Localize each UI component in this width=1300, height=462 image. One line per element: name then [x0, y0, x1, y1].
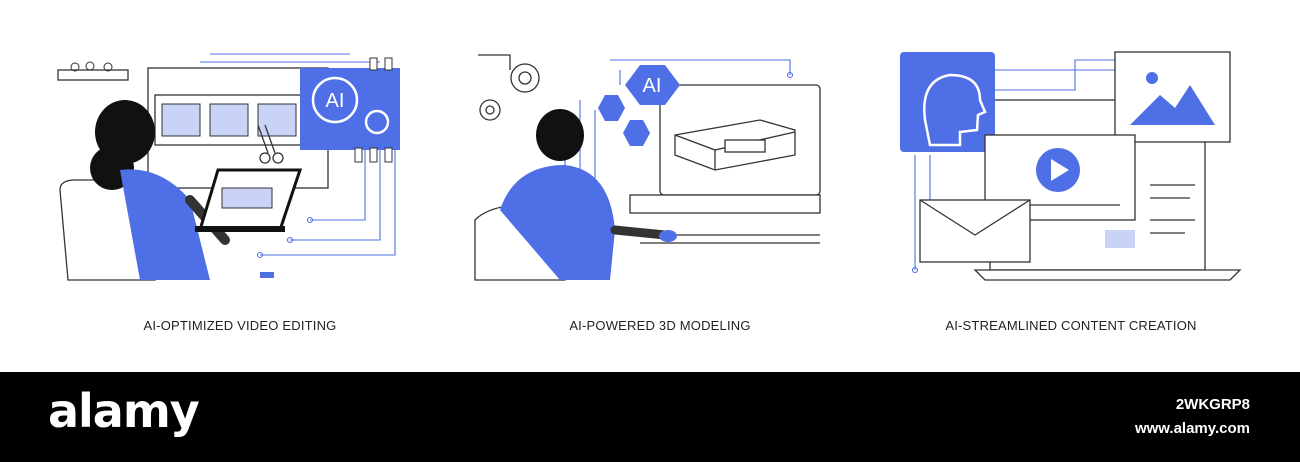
gear-icon — [364, 109, 390, 135]
video-editing-illustration: AI — [57, 53, 400, 281]
caption-3d-modeling: AI-POWERED 3D MODELING — [569, 318, 751, 333]
site-url: www.alamy.com — [1134, 420, 1250, 437]
3d-modeling-illustration: AI — [474, 54, 821, 281]
person-icon — [90, 100, 230, 280]
illustration-stage: AI — [50, 40, 1275, 333]
ai-head-icon — [900, 52, 995, 152]
shelf-icon — [57, 69, 129, 81]
caption-video-editing: AI-OPTIMIZED VIDEO EDITING — [143, 318, 337, 333]
envelope-icon — [919, 199, 1031, 263]
svg-text:AI: AI — [643, 75, 662, 97]
circuit-icon — [200, 53, 396, 259]
watermark-banner: alamy 2WKGRP8 www.alamy.com — [0, 372, 1300, 462]
person-icon — [500, 109, 677, 280]
building-model-icon — [674, 119, 796, 171]
content-creation-illustration — [900, 51, 1242, 281]
image-icon — [1114, 51, 1231, 143]
panel-3d-modeling: AI — [470, 40, 850, 290]
gear-icon — [478, 54, 540, 121]
panel-content-creation — [895, 40, 1275, 290]
film-strip-icon — [154, 94, 306, 146]
laptop-icon — [195, 168, 303, 232]
ai-chip-icon: AI — [598, 65, 680, 146]
ai-chip-icon: AI — [300, 57, 400, 163]
svg-text:AI: AI — [326, 90, 345, 112]
caption-content-creation: AI-STREAMLINED CONTENT CREATION — [945, 318, 1197, 333]
play-icon — [984, 134, 1136, 221]
image-id: 2WKGRP8 — [1175, 396, 1250, 413]
scissors-icon — [257, 124, 284, 164]
panel-video-editing: AI — [50, 40, 430, 290]
alamy-logo: alamy — [48, 384, 200, 438]
circuit-icon — [911, 59, 1135, 274]
